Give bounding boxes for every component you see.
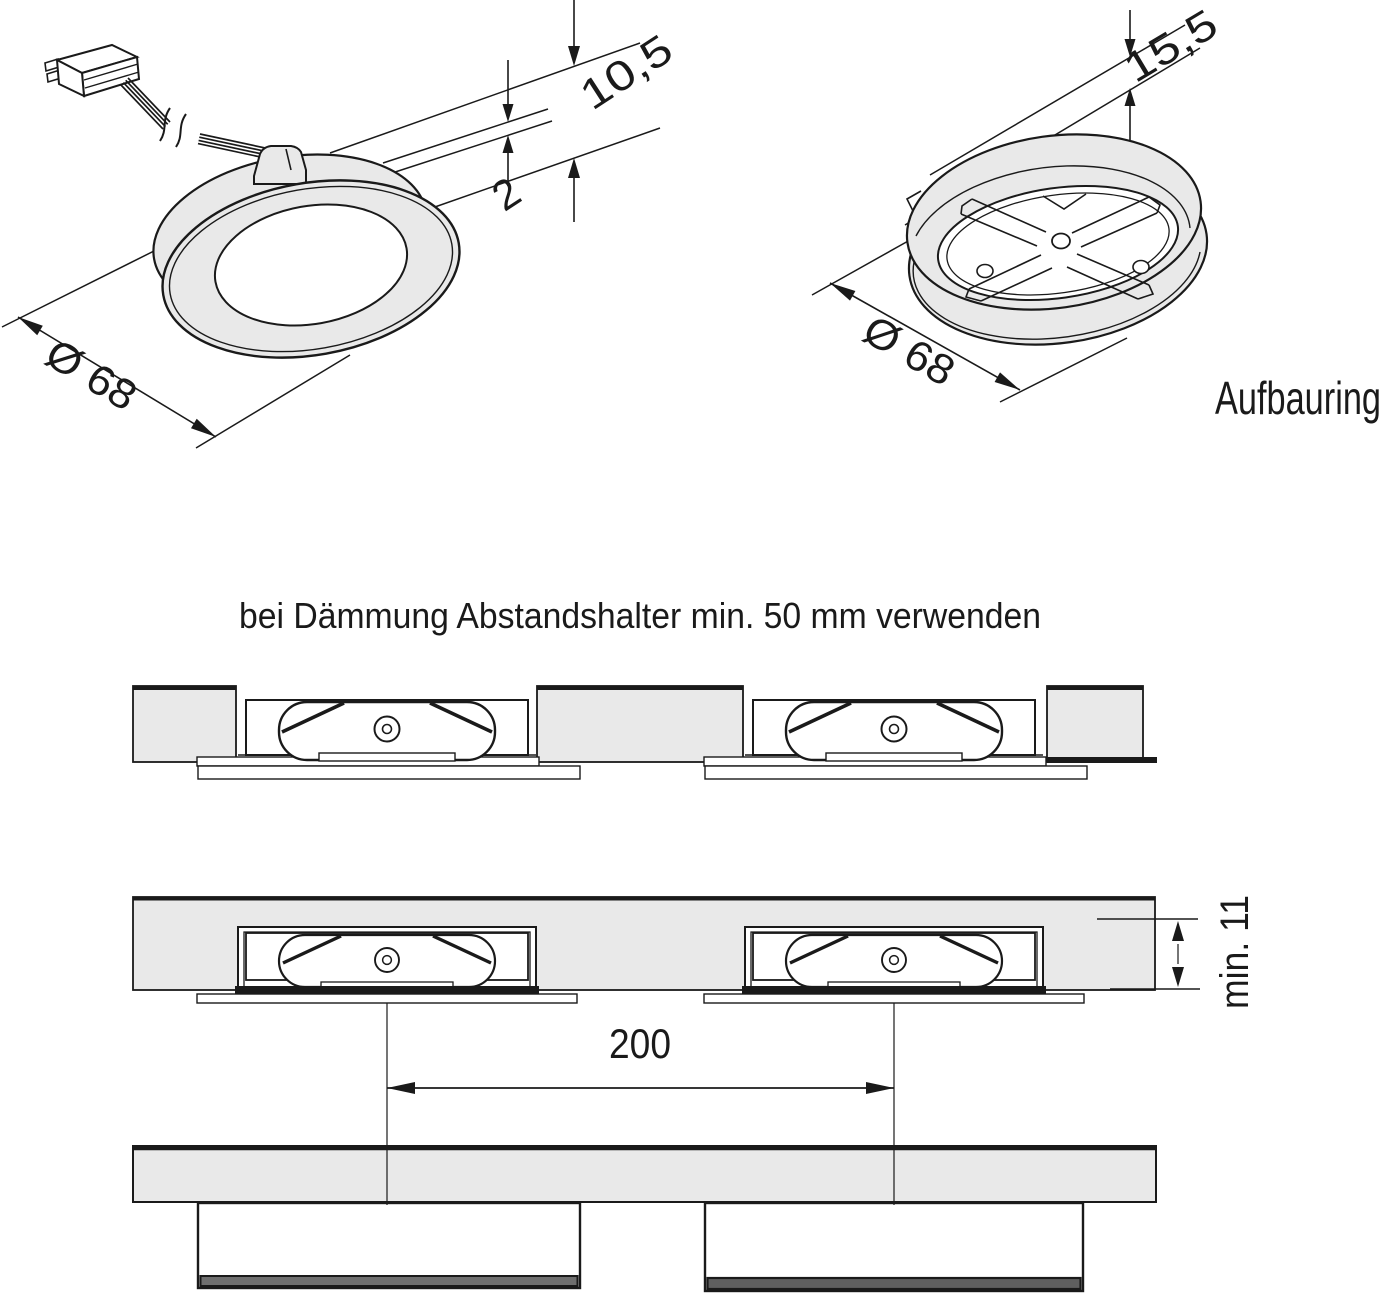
dim-rim-2-label: 2: [484, 168, 529, 220]
spacer-block-middle: [536, 685, 744, 763]
carrier-panel: [132, 1145, 1157, 1203]
spacer-block-right: [1046, 685, 1144, 763]
cabinet-box-left: [196, 1201, 582, 1290]
dim-diameter-left-label: Ø 68: [38, 329, 145, 419]
cable: [120, 77, 285, 163]
section-row-spacers: [132, 685, 1157, 781]
dim-spacing-200: 200: [386, 1003, 895, 1205]
recessed-light-view: Ø 68 10,5 2: [1, 0, 681, 449]
lamp-cross-section: [195, 698, 582, 781]
surface-ring-view: 15,5 Ø 68 Aufbauring: [811, 0, 1381, 424]
lamp-cross-section: [195, 925, 579, 1005]
connector: [44, 43, 141, 98]
lamp-cross-section: [702, 925, 1086, 1005]
dim-height-15-5-label: 15,5: [1116, 0, 1226, 91]
section-row-panel: min. 11: [132, 895, 1257, 1009]
cabinet-box-right: [703, 1201, 1085, 1293]
lamp-body: [152, 145, 461, 359]
lamp-cross-section: [702, 698, 1089, 781]
ring-label: Aufbauring: [1215, 372, 1381, 424]
dim-min-11: min. 11: [1097, 895, 1257, 1009]
mounting-cross: [960, 193, 1161, 302]
section-row-cabinets: [132, 1145, 1157, 1293]
spacer-block-left: [132, 685, 237, 763]
insulation-note: bei Dämmung Abstandshalter min. 50 mm ve…: [239, 595, 1041, 636]
dim-spacing-200-label: 200: [609, 1020, 671, 1067]
dim-min-11-label: min. 11: [1213, 895, 1257, 1009]
dim-height-10-5-label: 10,5: [571, 25, 680, 119]
